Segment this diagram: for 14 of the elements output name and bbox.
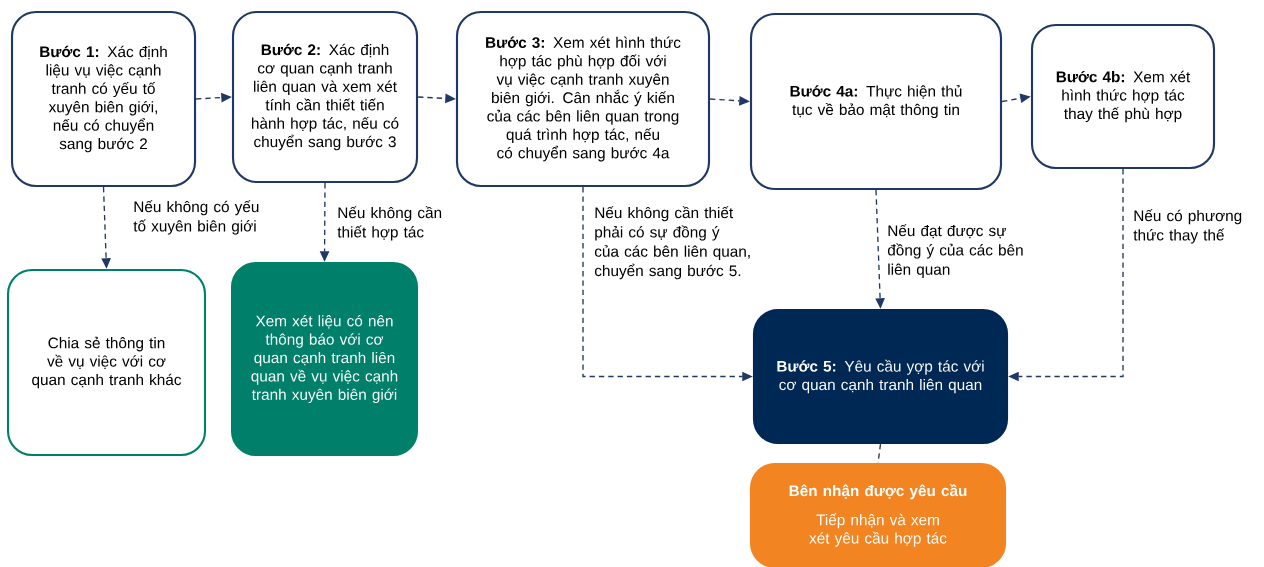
edge-label: Nếu không cần thiết phải có sự đồng ý của các bên liên quan, chuyển sang bước 5. xyxy=(594,206,750,280)
step-box: Bước 5: Yêu cầu yợp tác với cơ quan cạnh tranh liên quan xyxy=(752,308,1009,445)
edge-label: Nếu đạt được sự đồng ý của các bên liên quan xyxy=(887,224,1023,278)
outcome-box: Xem xét liệu có nên thông báo với cơ quan cạnh tranh liên quan về vụ việc cạnh tranh xuyên biên giới xyxy=(230,261,419,457)
edge-label: Nếu không có yếu tố xuyên biên giới xyxy=(133,200,259,235)
step-box: Bước 1: Xác định liệu vụ việc cạnh tranh có yếu tố xuyên biên giới, nếu có chuyển sang bước 2 xyxy=(10,10,197,188)
step-box: Bước 4b: Xem xét hình thức hợp tác thay thế phù hợp xyxy=(1030,23,1216,170)
edge-label: Nếu có phương thức thay thế xyxy=(1133,209,1242,244)
outcome-box: Chia sẻ thông tin về vụ việc với cơ quan cạnh tranh khác xyxy=(6,268,207,457)
edge-label: Nếu không cần thiết hợp tác xyxy=(337,206,442,241)
step-box: Bước 4a: Thực hiện thủ tục về bảo mật thông tin xyxy=(749,12,1003,191)
response-box: Bên nhận được yêu cầu Tiếp nhận và xem xét yêu cầu hợp tác xyxy=(749,462,1007,567)
step-box: Bước 2: Xác định cơ quan cạnh tranh liên quan và xem xét tính cần thiết tiến hành hợp tác, nếu có chuyển sang bước 3 xyxy=(231,10,419,184)
step-box: Bước 3: Xem xét hình thức hợp tác phù hợp đối với vụ việc cạnh tranh xuyên biên giới. Cân nhắc ý kiến của các bên liên quan trong quá trình hợp tác, nếu có chuyển sang bước 4a xyxy=(455,10,711,188)
